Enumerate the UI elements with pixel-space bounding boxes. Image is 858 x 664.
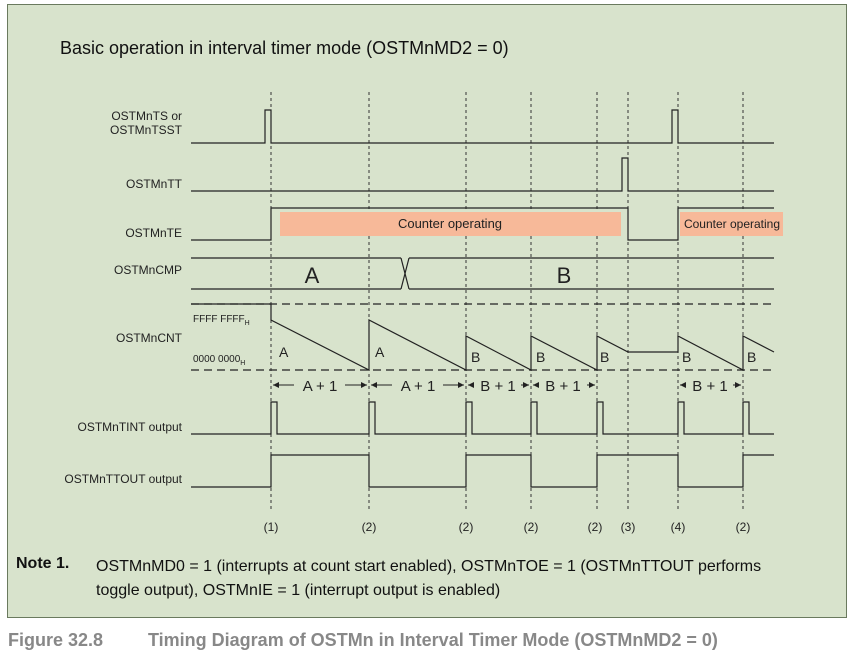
ramp-label-5: B xyxy=(600,349,609,365)
figure-caption: Timing Diagram of OSTMn in Interval Time… xyxy=(148,630,718,650)
event-marker-5: (2) xyxy=(588,520,603,534)
event-marker-4: (2) xyxy=(524,520,539,534)
event-markers: (1) (2) (2) (2) (2) (3) (4) (2) xyxy=(264,520,751,534)
signal-label-ts-line2: OSTMnTSST xyxy=(109,123,182,137)
ramp-label-2: A xyxy=(375,344,385,360)
signal-label-tint: OSTMnTINT output xyxy=(77,420,182,434)
event-marker-2: (2) xyxy=(362,520,377,534)
interval-label-3: B + 1 xyxy=(480,378,515,395)
cnt-waveform xyxy=(191,303,775,371)
ts-waveform xyxy=(191,109,774,144)
cnt-bounds xyxy=(191,303,774,371)
signal-label-ts: OSTMnTS or OSTMnTSST xyxy=(110,109,182,137)
event-marker-1: (1) xyxy=(264,520,279,534)
interval-label-2: A + 1 xyxy=(401,378,436,395)
signal-label-tt: OSTMnTT xyxy=(126,177,182,191)
cnt-max-label: FFFF FFFFH xyxy=(193,314,250,327)
cmp-value-b: B xyxy=(557,263,572,288)
interval-label-4: B + 1 xyxy=(545,378,580,395)
ramp-label-1: A xyxy=(279,344,289,360)
diagram-title: Basic operation in interval timer mode (… xyxy=(60,38,509,58)
interval-label-1: A + 1 xyxy=(303,378,338,395)
signal-label-cmp: OSTMnCMP xyxy=(113,263,182,277)
figure-number: Figure 32.8 xyxy=(8,630,104,650)
tint-waveform xyxy=(191,401,774,435)
diagram-panel xyxy=(7,4,847,618)
event-marker-3: (2) xyxy=(459,520,474,534)
tt-waveform xyxy=(191,157,774,192)
event-marker-7: (4) xyxy=(671,520,686,534)
counter-operating-bar-2 xyxy=(680,212,783,236)
signal-label-ttout: OSTMnTTOUT output xyxy=(64,472,182,486)
counter-operating-label-1: Counter operating xyxy=(398,216,502,231)
ramp-label-7: B xyxy=(747,349,756,365)
ramp-label-3: B xyxy=(471,349,480,365)
event-guidelines xyxy=(270,92,744,512)
signal-label-cnt: OSTMnCNT xyxy=(116,331,182,345)
ttout-waveform xyxy=(191,454,774,488)
event-marker-8: (2) xyxy=(736,520,751,534)
cmp-waveform xyxy=(191,257,774,290)
event-marker-6: (3) xyxy=(621,520,636,534)
counter-operating-bar-1 xyxy=(280,212,621,236)
note-label: Note 1. xyxy=(16,555,70,572)
signal-label-ts-line1: OSTMnTS or xyxy=(111,109,182,123)
te-waveform xyxy=(191,207,774,241)
note-text: OSTMnMD0 = 1 (interrupts at count start … xyxy=(96,558,762,599)
cmp-value-a: A xyxy=(305,263,320,288)
ramp-label-4: B xyxy=(536,349,545,365)
interval-label-6: B + 1 xyxy=(692,378,727,395)
ramp-label-6: B xyxy=(682,349,691,365)
counter-operating-label-2: Counter operating xyxy=(684,217,780,231)
signal-label-te: OSTMnTE xyxy=(125,226,182,240)
cnt-min-label: 0000 0000H xyxy=(193,354,245,367)
